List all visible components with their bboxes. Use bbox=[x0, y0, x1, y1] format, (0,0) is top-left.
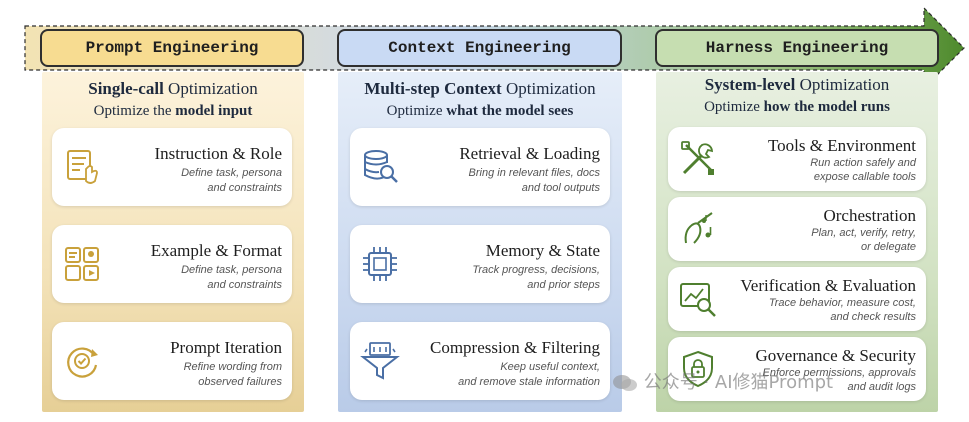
card-title: Tools & Environment bbox=[767, 136, 916, 155]
conductor-icon bbox=[684, 212, 713, 244]
harness-subtitle: System-level Optimization Optimize how t… bbox=[704, 75, 890, 115]
database-search-icon bbox=[364, 150, 398, 183]
card-title: Prompt Iteration bbox=[170, 338, 282, 357]
card-desc-line2: and constraints bbox=[207, 279, 282, 291]
layout-grid-icon bbox=[65, 247, 99, 281]
card-title: Orchestration bbox=[823, 206, 916, 225]
card-desc-line1: Plan, act, verify, retry, bbox=[811, 227, 916, 239]
card-title: Compression & Filtering bbox=[430, 338, 600, 357]
card-desc-line2: and constraints bbox=[207, 182, 282, 194]
card-example-format: Example & Format Define task, persona an… bbox=[52, 225, 292, 303]
card-orchestration: Orchestration Plan, act, verify, retry, … bbox=[668, 197, 926, 261]
document-hand-icon bbox=[67, 150, 98, 184]
card-desc-line1: Bring in relevant files, docs bbox=[468, 167, 600, 179]
context-subtitle: Multi-step Context Optimization Optimize… bbox=[364, 79, 596, 119]
card-prompt-iteration: Prompt Iteration Refine wording from obs… bbox=[52, 322, 292, 400]
card-desc-line2: and tool outputs bbox=[521, 182, 600, 194]
prompt-engineering-header: Prompt Engineering bbox=[40, 29, 304, 67]
card-desc-line1: Enforce permissions, approvals bbox=[762, 367, 916, 379]
card-desc-line2: observed failures bbox=[198, 376, 282, 388]
card-title: Example & Format bbox=[150, 241, 282, 260]
card-desc-line2: or delegate bbox=[860, 241, 916, 253]
card-title: Retrieval & Loading bbox=[459, 144, 600, 163]
card-tools-environment: Tools & Environment Run action safely an… bbox=[668, 127, 926, 191]
context-engineering-header: Context Engineering bbox=[337, 29, 622, 67]
card-title: Instruction & Role bbox=[154, 144, 282, 163]
card-desc-line1: Define task, persona bbox=[181, 264, 282, 276]
refresh-check-icon bbox=[67, 347, 98, 378]
card-desc-line2: and remove stale information bbox=[458, 376, 600, 388]
card-title: Memory & State bbox=[485, 241, 600, 260]
tools-icon bbox=[681, 141, 714, 175]
watermark: 公众号 · AI修猫Prompt bbox=[612, 368, 833, 394]
card-desc-line1: Run action safely and bbox=[810, 157, 916, 169]
card-desc-line1: Refine wording from bbox=[183, 361, 282, 373]
funnel-icon bbox=[360, 342, 400, 380]
harness-engineering-header: Harness Engineering bbox=[655, 29, 939, 67]
card-title: Governance & Security bbox=[755, 346, 917, 365]
wechat-icon bbox=[612, 373, 638, 393]
card-verification-evaluation: Verification & Evaluation Trace behavior… bbox=[668, 267, 926, 331]
card-desc-line1: Define task, persona bbox=[181, 167, 282, 179]
card-desc-line1: Keep useful context, bbox=[500, 361, 600, 373]
shield-lock-icon bbox=[683, 350, 713, 388]
card-retrieval-loading: Retrieval & Loading Bring in relevant fi… bbox=[350, 128, 610, 206]
chip-icon bbox=[363, 247, 397, 281]
card-desc-line2: and check results bbox=[830, 311, 916, 323]
card-desc-line1: Track progress, decisions, bbox=[472, 264, 600, 276]
card-desc-line1: Trace behavior, measure cost, bbox=[768, 297, 916, 309]
card-compression-filtering: Compression & Filtering Keep useful cont… bbox=[350, 322, 610, 400]
card-desc-line2: and prior steps bbox=[527, 279, 600, 291]
prompt-subtitle: Single-call Optimization Optimize the mo… bbox=[88, 79, 258, 119]
card-instruction-role: Instruction & Role Define task, persona … bbox=[52, 128, 292, 206]
card-governance-security: Governance & Security Enforce permission… bbox=[668, 337, 926, 401]
card-memory-state: Memory & State Track progress, decisions… bbox=[350, 225, 610, 303]
watermark-text: 公众号 · AI修猫Prompt bbox=[643, 372, 834, 393]
card-desc-line2: expose callable tools bbox=[813, 171, 916, 183]
chart-magnifier-icon bbox=[680, 283, 716, 317]
card-desc-line2: and audit logs bbox=[847, 381, 917, 393]
card-title: Verification & Evaluation bbox=[740, 276, 916, 295]
